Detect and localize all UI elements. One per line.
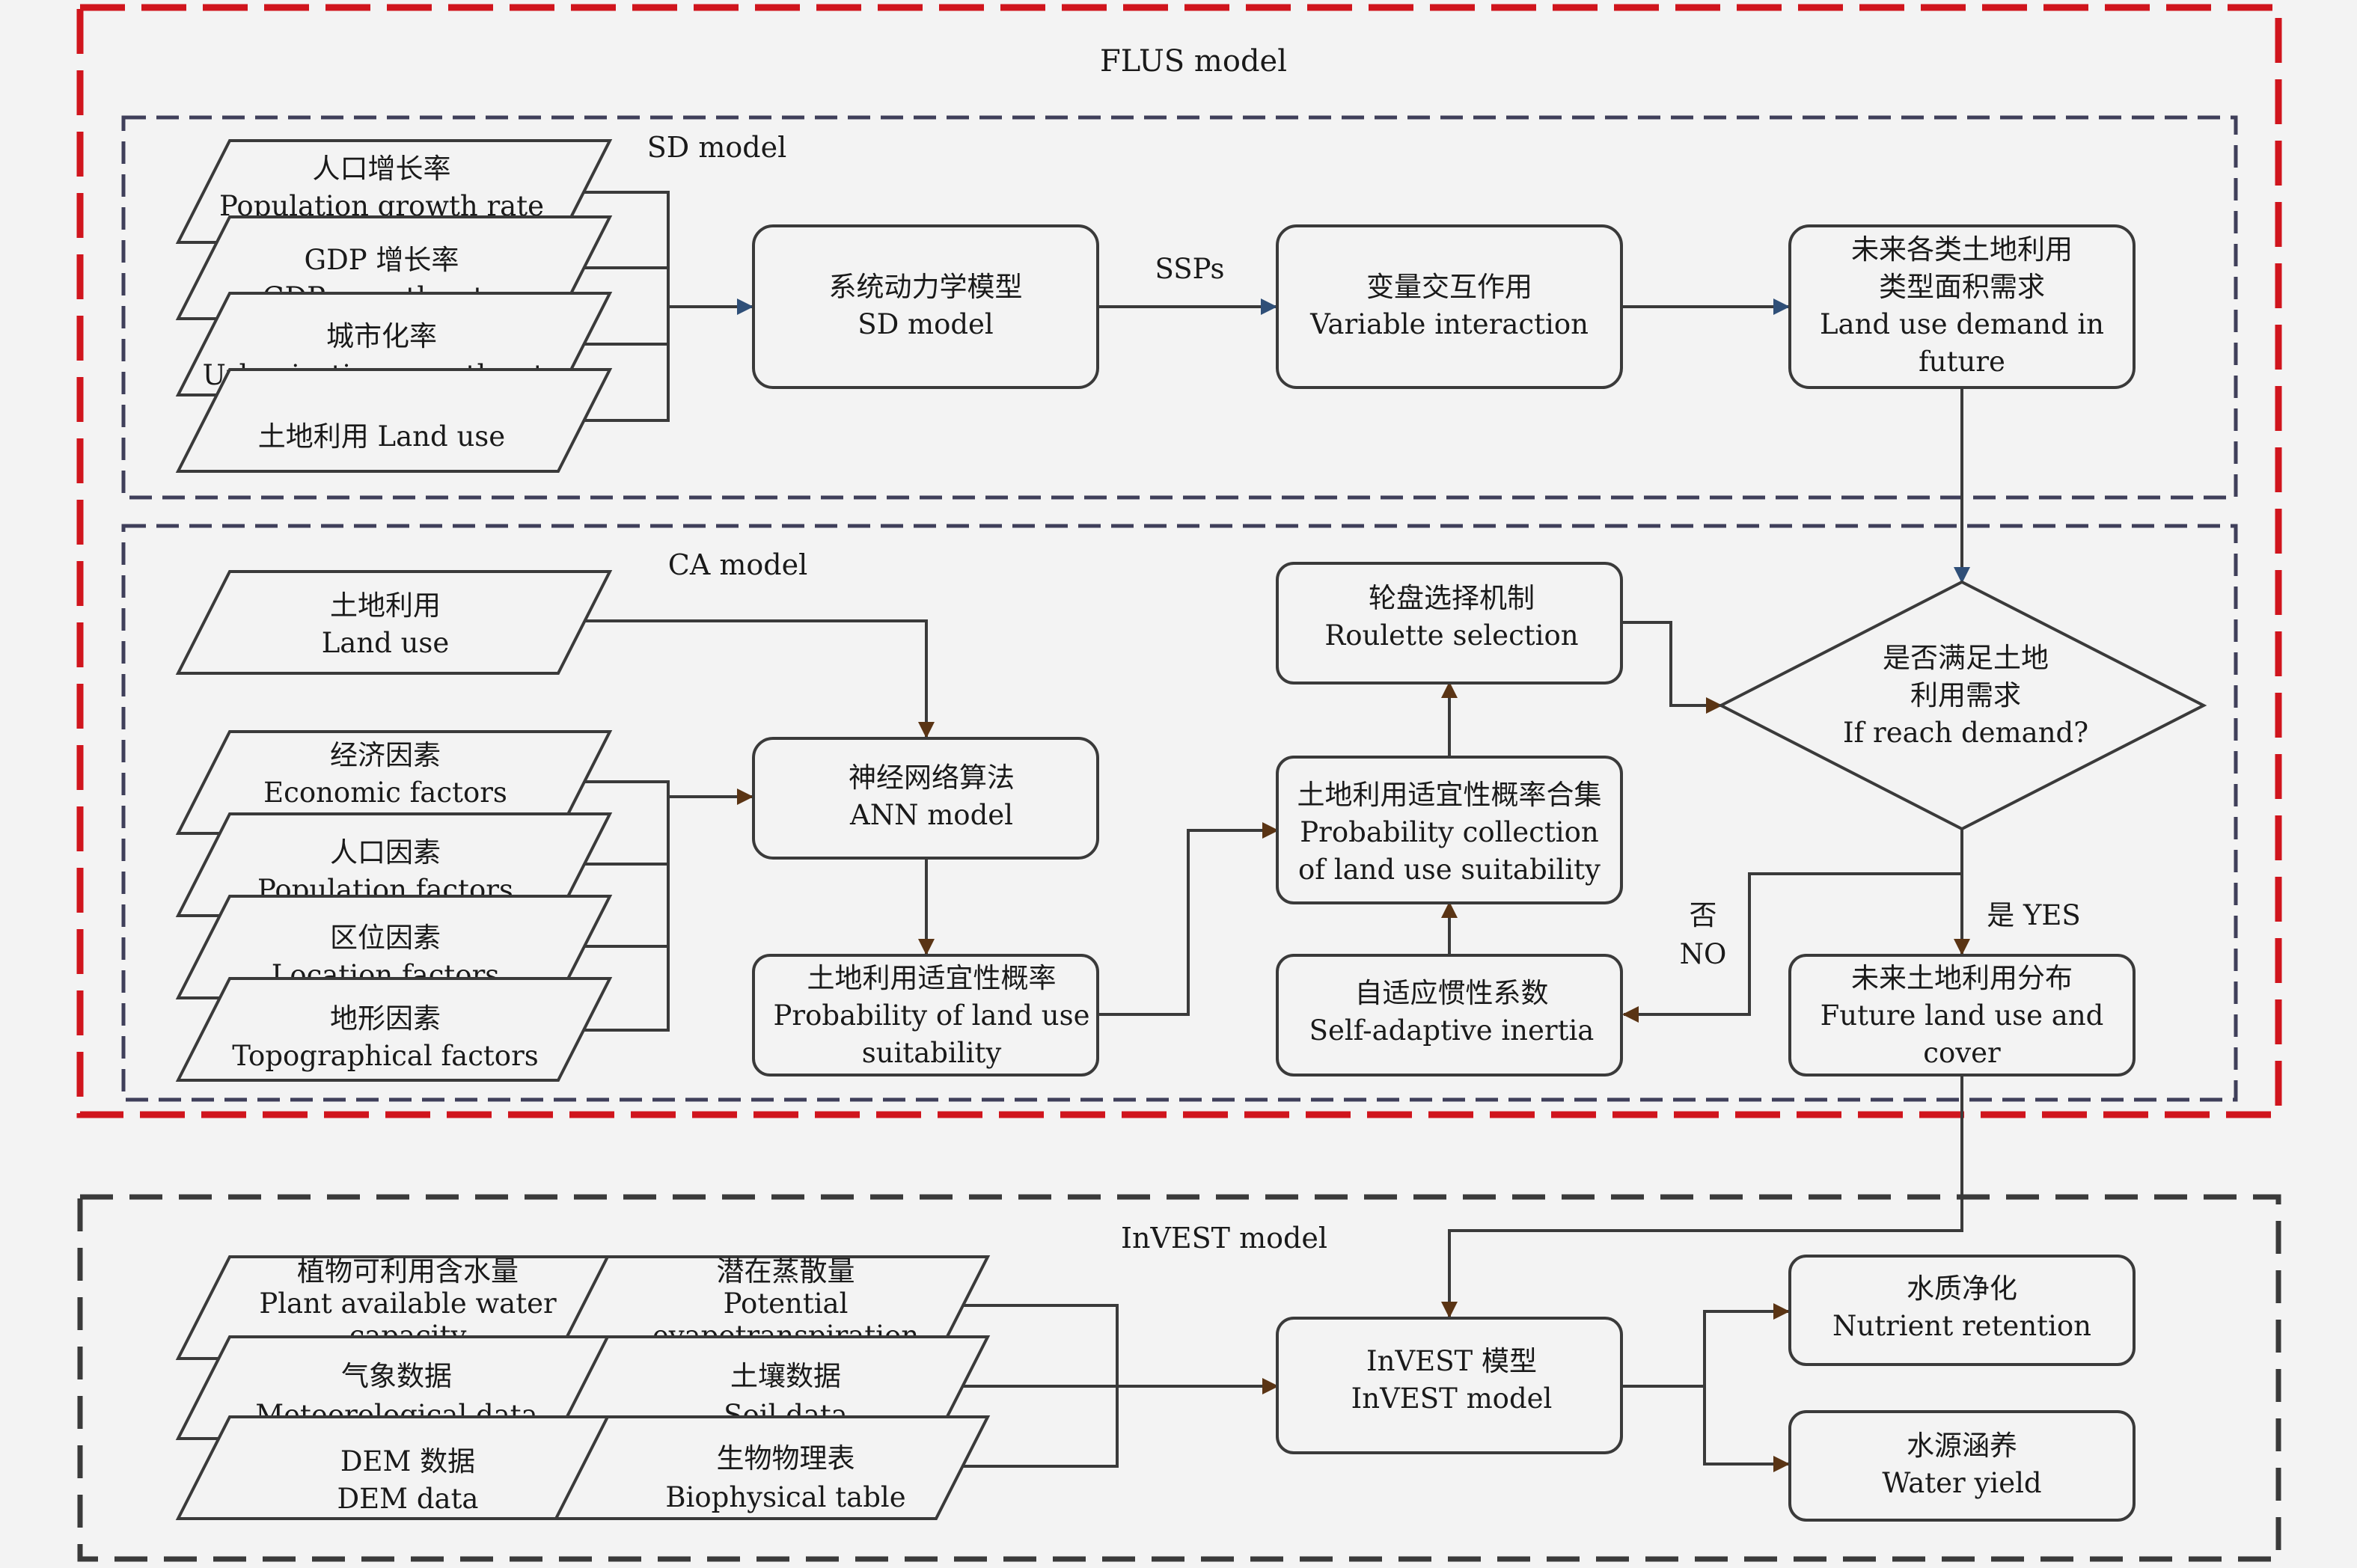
arrow-prob-to-collection [1098,822,1279,1016]
invest-output-bracket [1621,1303,1790,1472]
ca-frame [121,524,2238,1102]
svg-text:经济因素: 经济因素 [330,739,441,771]
invest-input-dem: DEM 数据 DEM data [175,1415,613,1520]
svg-text:Land use: Land use [322,627,450,659]
svg-text:Self-adaptive inertia: Self-adaptive inertia [1309,1014,1595,1047]
svg-text:ANN model: ANN model [849,799,1013,831]
invest-input-meteorological: 气象数据 Meteorological data [175,1335,613,1440]
svg-text:自适应惯性系数: 自适应惯性系数 [1355,977,1549,1009]
sd-title: SD model [647,131,786,164]
no-branch-label: 否 NO [1680,899,1727,970]
arrow-decision-no-to-inertia [1622,829,1963,1023]
water-yield-box: 水源涵养 Water yield [1788,1410,2136,1522]
svg-text:Future land use and: Future land use and [1821,999,2104,1032]
flus-frame [76,4,2282,1118]
svg-text:DEM data: DEM data [337,1483,479,1515]
svg-text:水源涵养: 水源涵养 [1907,1430,2017,1462]
svg-text:土壤数据: 土壤数据 [730,1360,841,1392]
svg-text:潜在蒸散量: 潜在蒸散量 [717,1255,855,1287]
arrow-future-to-invest [1441,1075,1963,1318]
ann-model-box: 神经网络算法 ANN model [752,737,1099,860]
svg-text:类型面积需求: 类型面积需求 [1879,271,2045,303]
svg-text:区位因素: 区位因素 [330,922,441,954]
variable-interaction-box: 变量交互作用 Variable interaction [1276,224,1623,389]
arrow-landuse-to-ann [580,619,935,738]
svg-text:未来各类土地利用: 未来各类土地利用 [1851,233,2073,266]
svg-text:神经网络算法: 神经网络算法 [849,762,1015,794]
invest-title: InVEST model [1121,1222,1327,1255]
svg-text:Probability collection: Probability collection [1300,816,1598,848]
svg-text:Biophysical table: Biophysical table [665,1481,905,1513]
sd-frame [121,115,2238,500]
svg-text:cover: cover [1923,1037,2001,1069]
svg-text:If reach demand?: If reach demand? [1843,717,2088,749]
svg-text:土地利用适宜性概率合集: 土地利用适宜性概率合集 [1297,779,1602,811]
probability-collection-box: 土地利用适宜性概率合集 Probability collection of la… [1276,756,1623,904]
svg-text:城市化率: 城市化率 [326,320,437,352]
svg-text:土地利用: 土地利用 [330,589,441,622]
yes-branch-label: 是 YES [1987,899,2081,931]
svg-text:InVEST model: InVEST model [1351,1382,1553,1415]
svg-text:of land use suitability: of land use suitability [1298,854,1601,886]
svg-text:Variable interaction: Variable interaction [1309,308,1589,340]
svg-text:Potential: Potential [724,1287,849,1320]
svg-text:Topographical factors: Topographical factors [232,1040,539,1072]
sd-model-box: 系统动力学模型 SD model [752,224,1099,389]
roulette-selection-box: 轮盘选择机制 Roulette selection [1276,562,1623,685]
nutrient-retention-box: 水质净化 Nutrient retention [1788,1255,2136,1366]
self-adaptive-inertia-box: 自适应惯性系数 Self-adaptive inertia [1276,954,1623,1077]
invest-frame [77,1194,2281,1562]
svg-text:人口因素: 人口因素 [330,836,441,869]
svg-text:生物物理表: 生物物理表 [717,1442,855,1474]
ca-factor-topographical: 地形因素 Topographical factors [175,977,613,1082]
svg-text:Probability of land use: Probability of land use [774,999,1090,1032]
ssps-label: SSPs [1155,253,1225,285]
svg-text:未来土地利用分布: 未来土地利用分布 [1851,962,2073,994]
svg-text:利用需求: 利用需求 [1910,679,2021,711]
svg-text:GDP 增长率: GDP 增长率 [305,244,459,276]
future-land-use-box: 未来土地利用分布 Future land use and cover [1788,954,2136,1077]
svg-text:SD model: SD model [857,308,994,340]
svg-text:Roulette selection: Roulette selection [1324,619,1578,652]
svg-text:DEM 数据: DEM 数据 [340,1445,475,1477]
flus-title: FLUS model [1100,44,1287,79]
svg-text:土地利用适宜性概率: 土地利用适宜性概率 [807,962,1057,994]
arrow-roulette-to-decision [1621,621,1722,714]
demand-decision-diamond: 是否满足土地 利用需求 If reach demand? [1717,580,2207,831]
svg-text:suitability: suitability [862,1037,1002,1069]
svg-text:Nutrient retention: Nutrient retention [1832,1310,2091,1342]
svg-text:地形因素: 地形因素 [330,1002,441,1035]
svg-text:水质净化: 水质净化 [1907,1273,2017,1305]
svg-text:轮盘选择机制: 轮盘选择机制 [1369,582,1535,614]
invest-input-soil: 土壤数据 Soil data [553,1335,991,1440]
sd-input-land-use: 土地利用 Land use [175,368,613,473]
invest-input-bracket [958,1304,1279,1468]
invest-input-biophysical: 生物物理表 Biophysical table [553,1415,991,1520]
land-use-demand-box: 未来各类土地利用 类型面积需求 Land use demand in futur… [1788,224,2136,389]
ca-factor-economic: 经济因素 Economic factors [175,730,613,835]
suitability-probability-box: 土地利用适宜性概率 Probability of land use suitab… [752,954,1099,1077]
svg-text:Land use demand in: Land use demand in [1820,308,2104,340]
ca-input-land-use: 土地利用 Land use [175,570,613,675]
svg-text:系统动力学模型: 系统动力学模型 [829,271,1023,303]
svg-text:气象数据: 气象数据 [341,1360,452,1392]
svg-text:future: future [1919,346,2005,378]
svg-text:植物可利用含水量: 植物可利用含水量 [297,1255,519,1287]
svg-text:土地利用 Land use: 土地利用 Land use [258,420,505,453]
sd-input-bracket [580,191,753,422]
svg-text:NO: NO [1680,938,1727,970]
ca-factor-bracket [580,780,753,1032]
svg-text:变量交互作用: 变量交互作用 [1366,271,1532,303]
svg-text:Economic factors: Economic factors [263,777,507,809]
svg-text:否: 否 [1690,899,1717,931]
svg-text:InVEST 模型: InVEST 模型 [1366,1345,1537,1377]
svg-text:是否满足土地: 是否满足土地 [1883,642,2049,674]
invest-model-box: InVEST 模型 InVEST model [1276,1317,1623,1454]
svg-text:Plant available water: Plant available water [259,1287,557,1320]
svg-text:人口增长率: 人口增长率 [313,153,451,185]
ca-title: CA model [668,548,807,581]
svg-text:Water yield: Water yield [1882,1467,2041,1499]
